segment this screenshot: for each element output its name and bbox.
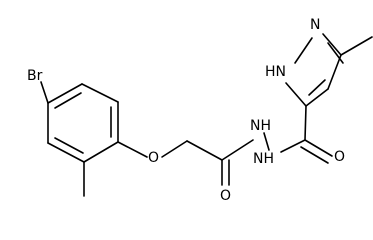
ether-oxygen-label: O (148, 150, 159, 166)
benzene-ring (47, 83, 119, 163)
chemical-structure: Br O O NH NH O HN N (27, 17, 373, 204)
ring-n-label: N (310, 17, 320, 33)
bond-c-br (40, 81, 49, 104)
ring-nh-label: HN (265, 64, 286, 80)
bond (305, 88, 329, 107)
bond-co-right-double (300, 146, 329, 164)
bond-ch2-co (186, 140, 223, 161)
bond (47, 83, 83, 104)
bond-o-ch2 (161, 140, 188, 158)
bond-pyrazole-methyl (340, 36, 373, 56)
bond (327, 54, 342, 90)
bond (83, 141, 119, 163)
double-bond-inner (54, 137, 84, 154)
double-bond-inner (308, 79, 326, 96)
double-bond-inner (54, 92, 82, 109)
bond (327, 42, 344, 64)
bond-c-o (117, 141, 148, 158)
nh-right-label: NH (253, 151, 274, 167)
amide-oxygen-left-label: O (220, 188, 231, 204)
bond (285, 82, 307, 107)
bond-c-nh (221, 139, 254, 161)
nh-left-label: NH (250, 118, 271, 134)
bond-co-right (304, 139, 333, 157)
bond (294, 37, 313, 64)
bond (47, 142, 85, 163)
bond (322, 33, 342, 56)
bond (81, 83, 119, 103)
pyrazole-ring (285, 33, 344, 107)
bond-co-pyrazole (304, 105, 307, 141)
bond-nh-co (280, 139, 306, 153)
bond-nh-nh (263, 132, 270, 151)
bromine-label: Br (27, 68, 43, 84)
amide-oxygen-right-label: O (334, 149, 345, 165)
